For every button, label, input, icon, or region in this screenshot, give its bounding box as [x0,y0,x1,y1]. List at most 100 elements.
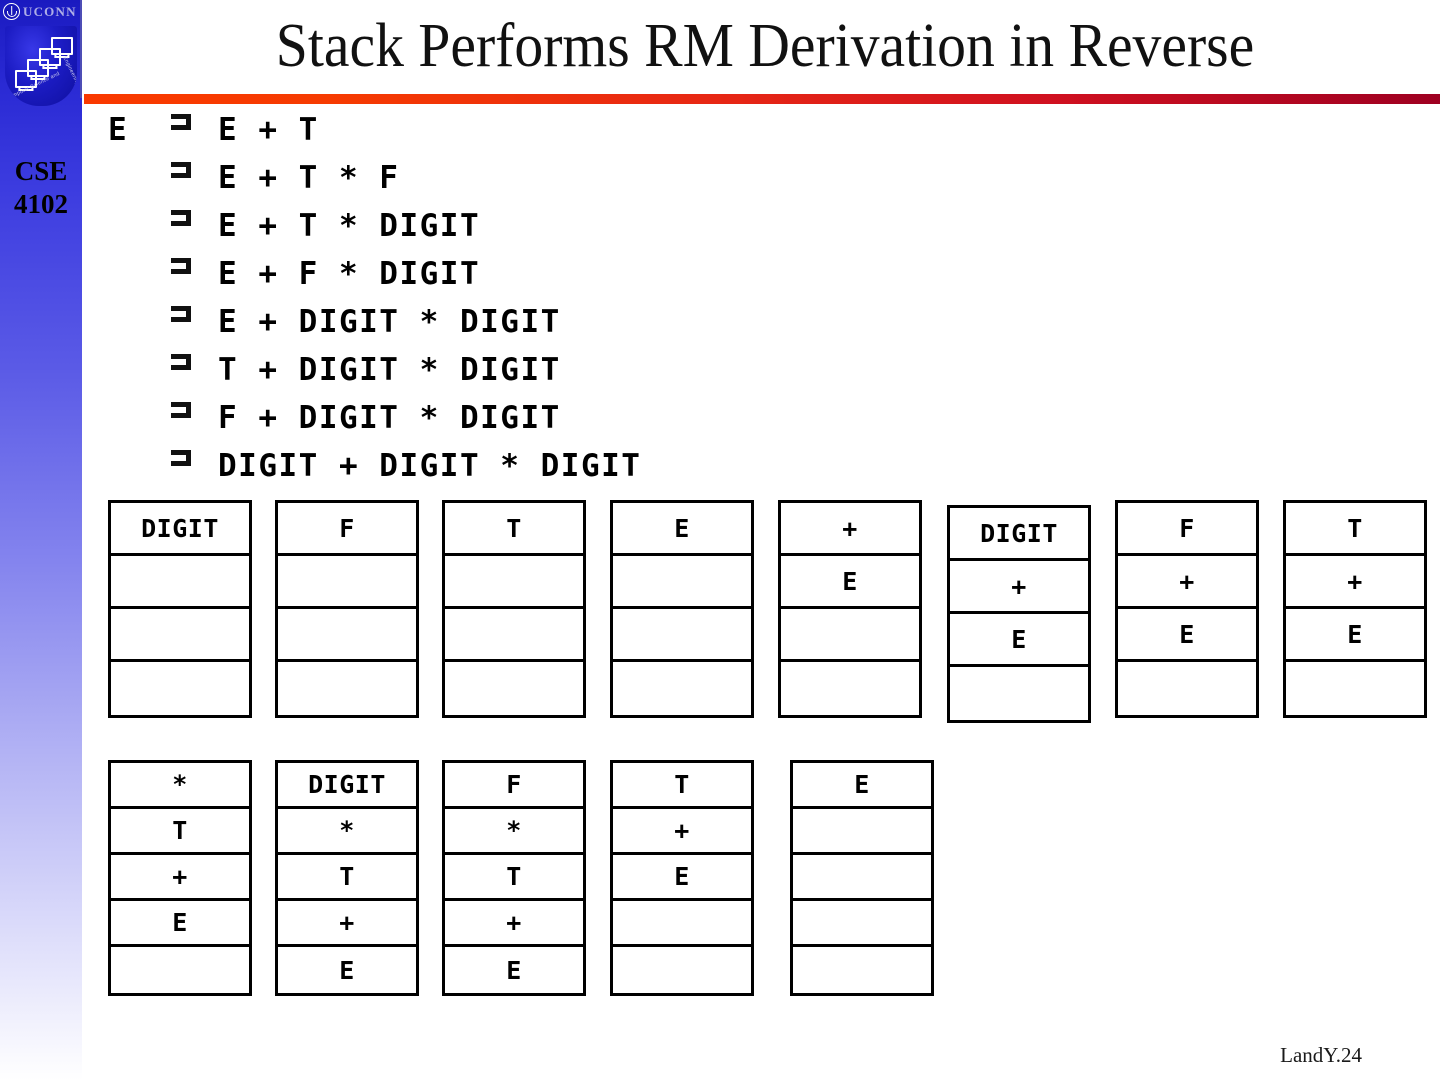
stack-cell [793,901,931,947]
stack-diagram: F [275,500,419,718]
derivation-step: T + DIGIT * DIGIT [108,348,1308,396]
stack-diagram: DIGIT*T+ E [275,760,419,996]
stack-cell [1286,662,1424,715]
stack-cell [781,609,919,662]
stack-diagram: F*T+E [442,760,586,996]
stack-diagram: F+E [1115,500,1259,718]
stack-cell: + [111,855,249,901]
slide-title: Stack Performs RM Derivation in Reverse [275,12,1255,80]
stack-cell: + [1118,556,1256,609]
derivation-step: E E + T [108,108,1308,156]
stack-cell [950,667,1088,720]
stack-cell: F [1118,503,1256,556]
stack-cell: F [445,763,583,809]
stack-cell: + [781,503,919,556]
stack-cell: E [613,503,751,556]
stack-cell [111,662,249,715]
derivation-step: E + F * DIGIT [108,252,1308,300]
stack-cell: * [111,763,249,809]
stack-cell [613,556,751,609]
stack-diagram: T+E [610,760,754,996]
derivation-sentential-form: T + DIGIT * DIGIT [218,352,561,388]
stack-diagram: E [790,760,934,996]
stack-diagram: T [442,500,586,718]
course-code-line1: CSE [14,156,68,186]
stack-cell: DIGIT [950,508,1088,561]
derivation-list: E E + T E + T * F E + T * DIGIT E + F * DIGI… [108,108,1308,492]
stack-cell [111,556,249,609]
monitor-icon [51,37,73,55]
derivation-step: F + DIGIT * DIGIT [108,396,1308,444]
derives-arrow-icon [166,256,196,278]
stack-cell [111,609,249,662]
derivation-sentential-form: F + DIGIT * DIGIT [218,400,561,436]
stack-cell: + [278,901,416,947]
stack-cell: + [445,901,583,947]
stack-cell [793,855,931,901]
stack-cell: DIGIT [111,503,249,556]
stack-cell: F [278,503,416,556]
stack-cell [613,609,751,662]
uconn-wordmark-label: UCONN [23,3,77,19]
stack-cell [613,662,751,715]
title-accent-rule [84,94,1440,104]
derives-arrow-icon [166,400,196,422]
stack-cell [445,556,583,609]
stack-cell: T [278,855,416,901]
stack-cell [793,947,931,993]
stack-cell: T [445,503,583,556]
stack-cell: + [1286,556,1424,609]
stack-cell [278,609,416,662]
stack-cell [445,609,583,662]
derivation-step: E + T * F [108,156,1308,204]
sidebar-divider [80,0,82,98]
derivation-sentential-form: E + F * DIGIT [218,256,481,292]
stack-cell: T [1286,503,1424,556]
stack-cell: DIGIT [278,763,416,809]
uconn-wordmark: UCONN [0,2,82,20]
stack-cell [613,947,751,993]
stack-cell [278,662,416,715]
derivation-start-symbol: E [108,112,128,148]
stack-diagram: *T+E [108,760,252,996]
stack-cell: E [950,614,1088,667]
stack-cell: * [278,809,416,855]
course-code-label: CSE 4102 [0,155,82,221]
stack-cell: E [1286,609,1424,662]
shield-arc-right-label: Engineering [61,55,77,86]
derivation-sentential-form: E + T * DIGIT [218,208,481,244]
stack-cell: E [793,763,931,809]
derives-arrow-icon [166,112,196,134]
derivation-sentential-form: DIGIT + DIGIT * DIGIT [218,448,642,484]
derivation-sentential-form: E + T [218,112,319,148]
stack-diagram: DIGIT [108,500,252,718]
stack-diagram: DIGIT+E [947,505,1091,723]
stack-cell: * [445,809,583,855]
stack-cell: + [950,561,1088,614]
stack-cell: T [111,809,249,855]
stack-cell: E [1118,609,1256,662]
stack-cell [445,662,583,715]
derives-arrow-icon [166,304,196,326]
stack-cell: T [613,763,751,809]
stack-cell [793,809,931,855]
stack-cell: T [445,855,583,901]
stack-cell [278,556,416,609]
stack-diagram: T+E [1283,500,1427,718]
stack-cell [613,901,751,947]
stack-cell: E [339,955,355,985]
derivation-step: E + DIGIT * DIGIT [108,300,1308,348]
stack-diagram: E [610,500,754,718]
derivation-step: E + T * DIGIT [108,204,1308,252]
derivation-sentential-form: E + DIGIT * DIGIT [218,304,561,340]
stack-cell: + [613,809,751,855]
stack-diagram: +E [778,500,922,718]
slide-footer: LandY.24 [1280,1043,1362,1067]
stack-cell [111,947,249,993]
stack-cell [1118,662,1256,715]
derivation-step: DIGIT + DIGIT * DIGIT [108,444,1308,492]
stack-cell [781,662,919,715]
stack-cell: E [111,901,249,947]
stack-cell: E [613,855,751,901]
derives-arrow-icon [166,208,196,230]
